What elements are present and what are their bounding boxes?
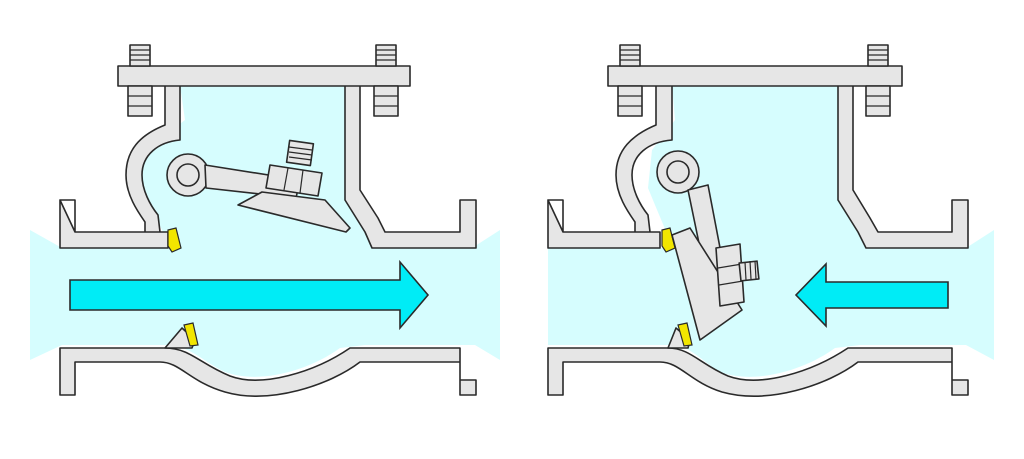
bolt-icon: [127, 44, 153, 117]
seat-ring-upper: [661, 227, 676, 253]
valve-closed-panel: [547, 44, 994, 397]
seat-ring-upper: [167, 227, 182, 253]
hinge-pin-core: [666, 160, 690, 184]
seat-ring-lower: [677, 322, 693, 347]
bonnet-cover: [607, 65, 903, 87]
valve-body-upper-right: [837, 84, 969, 249]
hinge-pin-core: [176, 163, 200, 187]
arrow-left-icon: [794, 262, 949, 328]
bonnet-cover: [117, 65, 411, 87]
check-disc: [671, 227, 743, 341]
seat-ring-lower: [183, 322, 199, 347]
disc-nut: [265, 139, 323, 197]
arrow-right-icon: [69, 259, 430, 331]
fluid-region: [548, 85, 994, 377]
bolt-icon: [865, 44, 891, 117]
disc-nut: [715, 243, 760, 307]
valve-body-lower: [547, 347, 969, 397]
bolt-icon: [373, 44, 399, 117]
valve-body-upper-right: [344, 84, 477, 249]
check-disc: [237, 191, 351, 233]
valve-body-lower: [59, 347, 477, 397]
fluid-region: [30, 85, 500, 377]
bolt-icon: [617, 44, 643, 117]
valve-open-panel: [30, 44, 500, 397]
